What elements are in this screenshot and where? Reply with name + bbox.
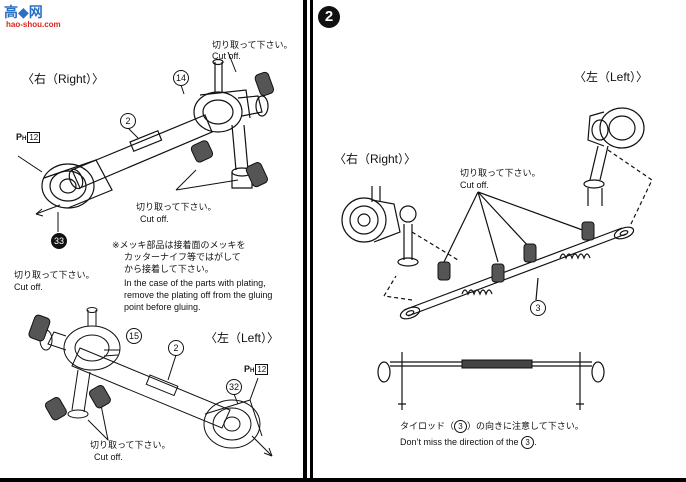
direction-note-en: Don’t miss the direction of the 3. bbox=[400, 436, 537, 449]
part-number-2-top: 2 bbox=[120, 113, 136, 129]
left-illustration bbox=[17, 51, 275, 457]
watermark-url: hao-shou.com bbox=[6, 20, 61, 29]
part-number-33: 33 bbox=[51, 233, 67, 249]
knuckle-15-left bbox=[63, 325, 121, 371]
cut-instruction-jp-2: 切り取って下さい。 bbox=[136, 202, 217, 212]
panel-divider-left bbox=[303, 0, 307, 482]
plating-note-en-3: point before gluing. bbox=[124, 302, 201, 312]
cut-instruction-en-2: Cut off. bbox=[140, 214, 169, 224]
hub-32 bbox=[203, 399, 261, 449]
direction-note-jp: タイロッド（3）の向きに注意して下さい。 bbox=[400, 420, 584, 433]
direction-en-b: . bbox=[534, 436, 537, 447]
cut-instruction-jp-1: 切り取って下さい。 bbox=[212, 40, 293, 50]
cut-instruction-en-4: Cut off. bbox=[94, 452, 123, 462]
ph-sub: H bbox=[22, 136, 27, 142]
plating-note-jp-3: から接着して下さい。 bbox=[124, 264, 214, 274]
spring-1 bbox=[461, 289, 493, 296]
cut-peg-3 bbox=[523, 243, 537, 263]
plating-note-jp-2: カッターナイフ等ではがして bbox=[124, 252, 241, 262]
step-number: 2 bbox=[318, 6, 340, 28]
cut-instruction-jp-3: 切り取って下さい。 bbox=[14, 270, 95, 280]
part-number-32: 32 bbox=[226, 379, 242, 395]
direction-en-a: Don’t miss the direction of the bbox=[400, 436, 519, 447]
cut-piece-bottom-c bbox=[88, 384, 111, 409]
plating-note-en-1: In the case of the parts with plating, bbox=[124, 278, 266, 288]
part-number-3: 3 bbox=[530, 300, 546, 316]
left-side-label-2: 〈左（Left）〉 bbox=[574, 70, 649, 84]
cut-piece-mid-a bbox=[190, 140, 214, 163]
ph-number: 12 bbox=[255, 364, 269, 375]
cut-piece-top bbox=[254, 71, 275, 97]
direction-jp-a: タイロッド（ bbox=[400, 420, 455, 431]
cut-peg-1 bbox=[437, 261, 451, 281]
right-side-label: 〈右（Right）〉 bbox=[22, 72, 105, 86]
cut-piece-bottom-b bbox=[44, 396, 67, 421]
direction-part-3-en: 3 bbox=[521, 436, 535, 449]
cut-instruction-en-5: Cut off. bbox=[460, 180, 489, 190]
spring-2 bbox=[559, 253, 591, 260]
cut-piece-bottom-a bbox=[28, 314, 51, 342]
panel-divider-right bbox=[310, 0, 313, 482]
left-panel: 〈右（Right）〉 切り取って下さい。 Cut off. 切り取って下さい。 … bbox=[0, 0, 305, 482]
ph-letter: P bbox=[16, 132, 23, 142]
part-number-2-bottom: 2 bbox=[168, 340, 184, 356]
direction-jp-b: ）の向きに注意して下さい。 bbox=[467, 420, 584, 431]
tie-rod-marker bbox=[461, 359, 533, 369]
direction-part-3: 3 bbox=[454, 420, 468, 433]
ph-sub: H bbox=[250, 368, 255, 374]
bottom-rule bbox=[0, 478, 686, 482]
ph-number: 12 bbox=[27, 132, 41, 143]
tie-rod bbox=[403, 227, 623, 311]
right-side-label-2: 〈右（Right）〉 bbox=[334, 152, 417, 166]
cut-instruction-en-1: Cut off. bbox=[212, 51, 241, 61]
plating-note-jp-1: ※メッキ部品は接着面のメッキを bbox=[112, 240, 246, 250]
left-side-label: 〈左（Left）〉 bbox=[205, 331, 280, 345]
cut-instruction-en-3: Cut off. bbox=[14, 282, 43, 292]
right-panel: 2 bbox=[312, 0, 686, 482]
part-number-15: 15 bbox=[126, 328, 142, 344]
cut-peg-4 bbox=[581, 221, 595, 241]
watermark-logo: 高◆网 hao-shou.com bbox=[4, 2, 84, 32]
right-illustration bbox=[341, 107, 653, 410]
tube-part-2-left bbox=[71, 347, 231, 429]
cut-instruction-jp-4: 切り取って下さい。 bbox=[90, 440, 171, 450]
part-number-14: 14 bbox=[173, 70, 189, 86]
left-hub bbox=[599, 107, 645, 149]
right-hub bbox=[341, 197, 387, 243]
plating-note-en-2: remove the plating off from the gluing bbox=[124, 290, 273, 300]
tube-part-2-right bbox=[71, 114, 213, 189]
watermark-mark: 高◆网 bbox=[4, 4, 43, 20]
cut-piece-mid-b bbox=[245, 162, 268, 188]
cut-peg-2 bbox=[491, 263, 505, 283]
ph-letter: P bbox=[244, 364, 251, 374]
cut-instruction-jp-5: 切り取って下さい。 bbox=[460, 168, 541, 178]
knuckle-14-right bbox=[193, 91, 243, 133]
